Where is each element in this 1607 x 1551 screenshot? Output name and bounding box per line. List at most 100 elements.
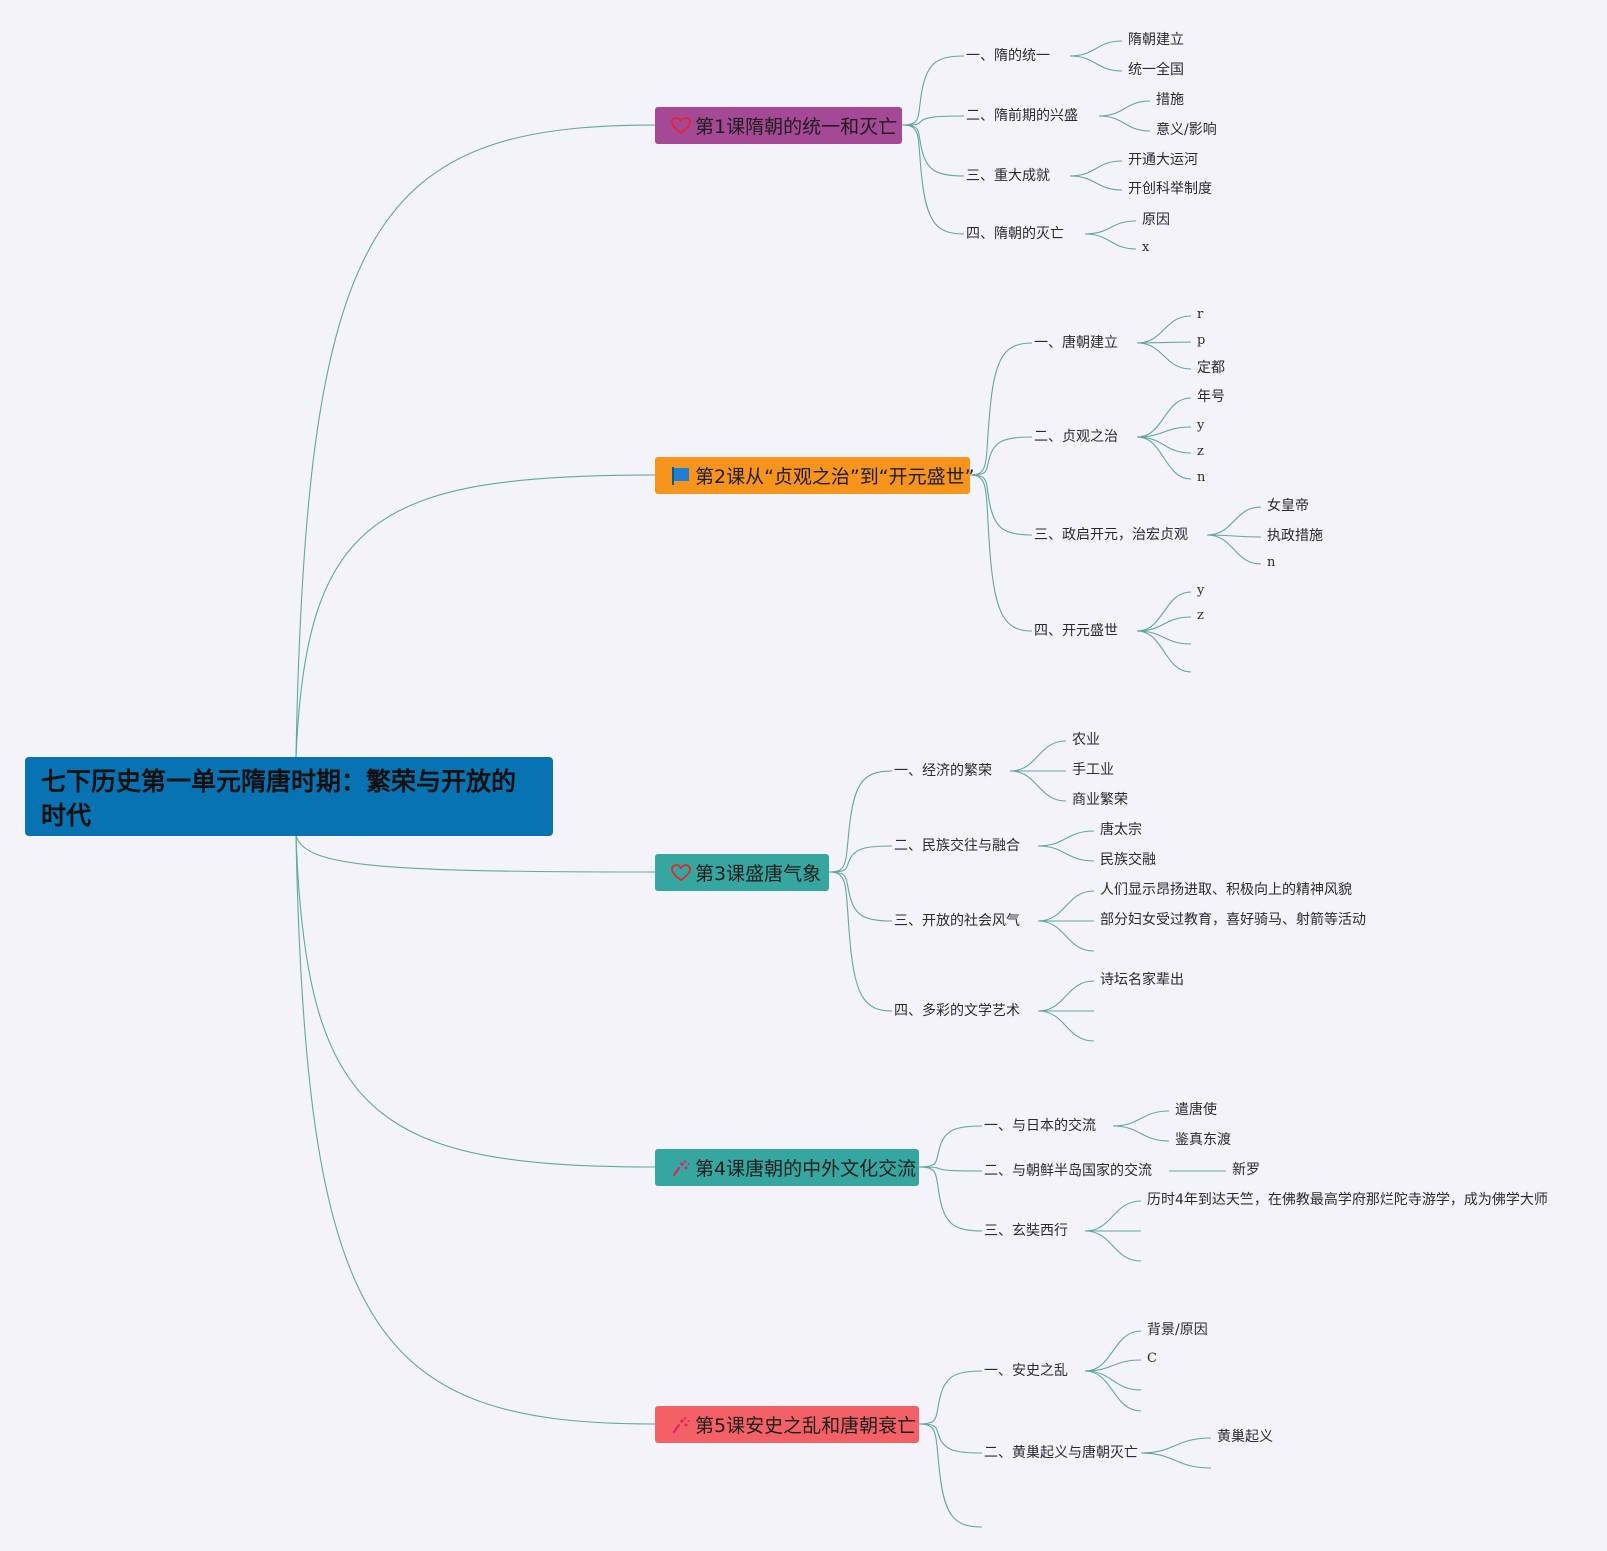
section-2-leaf-1-connector bbox=[1140, 1437, 1212, 1454]
section-1-leaf-1-connector bbox=[1112, 1110, 1170, 1127]
section-3-leaf-1-connector bbox=[1206, 506, 1262, 536]
sparkle-icon bbox=[671, 1157, 691, 1179]
leaf-label[interactable]: 商业繁荣 bbox=[1072, 792, 1128, 808]
root-to-lesson-4-connector bbox=[295, 835, 656, 1168]
section-label[interactable]: 三、重大成就 bbox=[966, 168, 1050, 184]
section-4-leaf-1-connector bbox=[1084, 220, 1137, 235]
leaf-label[interactable]: 黄巢起义 bbox=[1217, 1429, 1273, 1445]
leaf-label[interactable]: 执政措施 bbox=[1267, 528, 1323, 544]
lesson-5-node[interactable]: 第5课安史之乱和唐朝衰亡 bbox=[655, 1406, 919, 1443]
section-4-leaf-1-connector bbox=[1037, 980, 1095, 1012]
section-1-leaf-1-connector bbox=[1069, 40, 1123, 57]
sparkle-icon bbox=[671, 1414, 691, 1436]
section-4-leaf-2-connector bbox=[1084, 233, 1137, 250]
section-label[interactable]: 二、黄巢起义与唐朝灭亡 bbox=[984, 1445, 1138, 1461]
leaf-label[interactable]: n bbox=[1197, 470, 1206, 485]
lesson-3-section-3-connector bbox=[828, 871, 893, 922]
leaf-label[interactable]: 历时4年到达天竺，在佛教最高学府那烂陀寺游学，成为佛学大师 bbox=[1147, 1192, 1548, 1208]
leaf-label[interactable]: 原因 bbox=[1142, 212, 1170, 228]
leaf-label[interactable]: y bbox=[1197, 583, 1205, 598]
section-1-leaf-1-connector bbox=[1009, 740, 1067, 772]
section-label[interactable]: 二、隋前期的兴盛 bbox=[966, 108, 1078, 124]
leaf-label[interactable]: 新罗 bbox=[1232, 1162, 1260, 1178]
leaf-label[interactable]: 开通大运河 bbox=[1128, 152, 1198, 168]
lesson-2-section-2-connector bbox=[969, 436, 1033, 476]
section-3-leaf-3-connector bbox=[1206, 534, 1262, 565]
lesson-2-section-3-connector bbox=[969, 474, 1033, 536]
section-label[interactable]: 一、经济的繁荣 bbox=[894, 763, 992, 779]
leaf-label[interactable]: 定都 bbox=[1197, 360, 1225, 376]
lesson-title: 第4课唐朝的中外文化交流 bbox=[695, 1158, 917, 1180]
section-3-leaf-3-connector bbox=[1084, 1230, 1142, 1262]
leaf-label[interactable]: 农业 bbox=[1072, 732, 1100, 748]
leaf-label[interactable]: 人们显示昂扬进取、积极向上的精神风貌 bbox=[1100, 882, 1352, 898]
section-label[interactable]: 一、唐朝建立 bbox=[1034, 335, 1118, 351]
section-label[interactable]: 三、开放的社会风气 bbox=[894, 913, 1020, 929]
lesson-4-node[interactable]: 第4课唐朝的中外文化交流 bbox=[655, 1149, 919, 1186]
section-label[interactable]: 四、隋朝的灭亡 bbox=[966, 226, 1064, 242]
section-2-leaf-3-connector bbox=[1136, 436, 1192, 454]
leaf-label[interactable]: 意义/影响 bbox=[1156, 122, 1217, 138]
leaf-label[interactable]: 诗坛名家辈出 bbox=[1100, 972, 1184, 988]
section-3-leaf-1-connector bbox=[1084, 1200, 1142, 1232]
leaf-label[interactable]: r bbox=[1197, 307, 1204, 322]
leaf-label[interactable]: n bbox=[1267, 555, 1276, 570]
lesson-title: 第5课安史之乱和唐朝衰亡 bbox=[695, 1415, 917, 1437]
lesson-5-section-1-connector bbox=[918, 1370, 983, 1425]
leaf-label[interactable]: 部分妇女受过教育，喜好骑马、射箭等活动 bbox=[1100, 912, 1366, 928]
leaf-label[interactable]: 鉴真东渡 bbox=[1175, 1132, 1231, 1148]
section-label[interactable]: 四、开元盛世 bbox=[1034, 623, 1118, 639]
lesson-3-node[interactable]: 第3课盛唐气象 bbox=[655, 854, 829, 891]
section-3-leaf-3-connector bbox=[1037, 920, 1095, 952]
leaf-label[interactable]: C bbox=[1147, 1351, 1157, 1366]
section-4-leaf-1-connector bbox=[1136, 591, 1192, 632]
leaf-label[interactable]: 遣唐使 bbox=[1175, 1102, 1217, 1118]
section-3-leaf-2-connector bbox=[1069, 175, 1123, 191]
section-2-leaf-2-connector bbox=[1098, 115, 1151, 132]
lesson-3-section-2-connector bbox=[828, 845, 893, 873]
section-1-leaf-2-connector bbox=[1084, 1359, 1142, 1372]
leaf-label[interactable]: 女皇帝 bbox=[1267, 498, 1309, 514]
section-4-leaf-3-connector bbox=[1037, 1010, 1095, 1042]
leaf-label[interactable]: 年号 bbox=[1197, 389, 1225, 405]
root-to-lesson-3-connector bbox=[295, 835, 656, 873]
leaf-label[interactable]: 开创科举制度 bbox=[1128, 181, 1212, 197]
section-1-leaf-2-connector bbox=[1136, 341, 1192, 344]
lesson-5-section-3-connector bbox=[918, 1423, 983, 1528]
lesson-4-section-2-connector bbox=[918, 1166, 983, 1172]
section-label[interactable]: 一、与日本的交流 bbox=[984, 1118, 1096, 1134]
root-to-lesson-1-connector bbox=[295, 124, 656, 758]
lesson-5-section-2-connector bbox=[918, 1423, 983, 1454]
section-label[interactable]: 二、民族交往与融合 bbox=[894, 838, 1020, 854]
leaf-label[interactable]: 措施 bbox=[1156, 92, 1184, 108]
section-label[interactable]: 二、与朝鲜半岛国家的交流 bbox=[984, 1163, 1152, 1179]
lesson-title: 第1课隋朝的统一和灭亡 bbox=[695, 116, 898, 138]
leaf-label[interactable]: 民族交融 bbox=[1100, 852, 1156, 868]
root-node[interactable]: 七下历史第一单元隋唐时期：繁荣与开放的时代 bbox=[25, 757, 553, 836]
leaf-label[interactable]: z bbox=[1197, 608, 1204, 623]
leaf-label[interactable]: 统一全国 bbox=[1128, 62, 1184, 78]
section-label[interactable]: 一、安史之乱 bbox=[984, 1363, 1068, 1379]
section-2-leaf-2-connector bbox=[1140, 1452, 1212, 1469]
section-2-leaf-2-connector bbox=[1037, 845, 1095, 862]
heart-icon bbox=[671, 862, 691, 884]
section-label[interactable]: 四、多彩的文学艺术 bbox=[894, 1003, 1020, 1019]
section-4-leaf-4-connector bbox=[1136, 630, 1192, 673]
leaf-label[interactable]: 背景/原因 bbox=[1147, 1322, 1208, 1338]
lesson-2-section-1-connector bbox=[969, 342, 1033, 476]
leaf-label[interactable]: z bbox=[1197, 444, 1204, 459]
section-1-leaf-4-connector bbox=[1084, 1370, 1142, 1412]
leaf-label[interactable]: y bbox=[1197, 418, 1205, 433]
lesson-2-node[interactable]: 第2课从“贞观之治”到“开元盛世” bbox=[655, 457, 974, 494]
lesson-1-node[interactable]: 第1课隋朝的统一和灭亡 bbox=[655, 107, 902, 144]
section-label[interactable]: 三、玄奘西行 bbox=[984, 1223, 1068, 1239]
leaf-label[interactable]: 唐太宗 bbox=[1100, 822, 1142, 838]
leaf-label[interactable]: x bbox=[1142, 240, 1150, 255]
leaf-label[interactable]: 手工业 bbox=[1072, 762, 1114, 778]
section-label[interactable]: 二、贞观之治 bbox=[1034, 429, 1118, 445]
section-1-leaf-2-connector bbox=[1112, 1125, 1170, 1142]
leaf-label[interactable]: 隋朝建立 bbox=[1128, 32, 1184, 48]
section-label[interactable]: 一、隋的统一 bbox=[966, 48, 1050, 64]
leaf-label[interactable]: p bbox=[1197, 333, 1206, 348]
section-label[interactable]: 三、政启开元，治宏贞观 bbox=[1034, 527, 1188, 543]
